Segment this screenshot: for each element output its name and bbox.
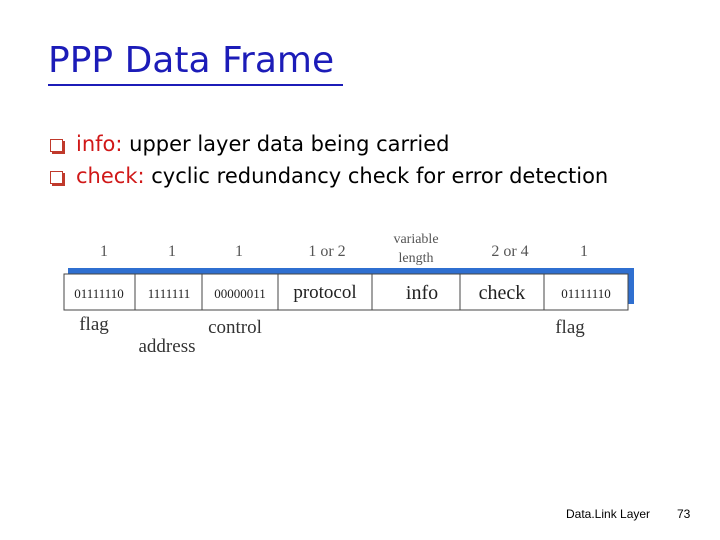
field-size: 1 or 2 — [308, 243, 345, 260]
bullet-check: check: cyclic redundancy check for error… — [48, 160, 648, 192]
page-number: 73 — [677, 507, 691, 521]
bullet-keyword: check: — [76, 164, 145, 188]
field-label-flag: flag — [79, 314, 109, 335]
footer-label: Data.Link Layer — [566, 507, 651, 521]
field-label-address: address — [139, 336, 196, 357]
field-content: 01111110 — [74, 286, 124, 301]
frame-body — [63, 273, 629, 311]
field-size: variable — [393, 232, 438, 247]
field-content: protocol — [293, 282, 356, 303]
page-title: PPP Data Frame — [48, 40, 335, 81]
field-size: 1 — [100, 243, 108, 260]
field-content: 01111110 — [561, 286, 611, 301]
bullet-list: info: upper layer data being carried che… — [48, 128, 648, 192]
bullet-text: upper layer data being carried — [122, 132, 450, 156]
field-size: 1 — [168, 243, 176, 260]
field-size: 1 — [580, 243, 588, 260]
bullet-info: info: upper layer data being carried — [48, 128, 648, 160]
bullet-text: cyclic redundancy check for error detect… — [144, 164, 609, 188]
bullet-marker-icon — [50, 139, 63, 152]
field-label-control: control — [208, 317, 262, 338]
field-label-flag: flag — [555, 317, 585, 338]
field-content: 1111111 — [148, 286, 191, 301]
field-content: 00000011 — [214, 286, 266, 301]
title-underline — [48, 84, 343, 86]
field-size: length — [399, 251, 434, 266]
field-size: 2 or 4 — [491, 243, 528, 260]
field-size: 1 — [235, 243, 243, 260]
bullet-keyword: info: — [76, 132, 123, 156]
field-content: info — [406, 282, 438, 304]
field-content: check — [479, 282, 526, 304]
bullet-marker-icon — [50, 171, 63, 184]
